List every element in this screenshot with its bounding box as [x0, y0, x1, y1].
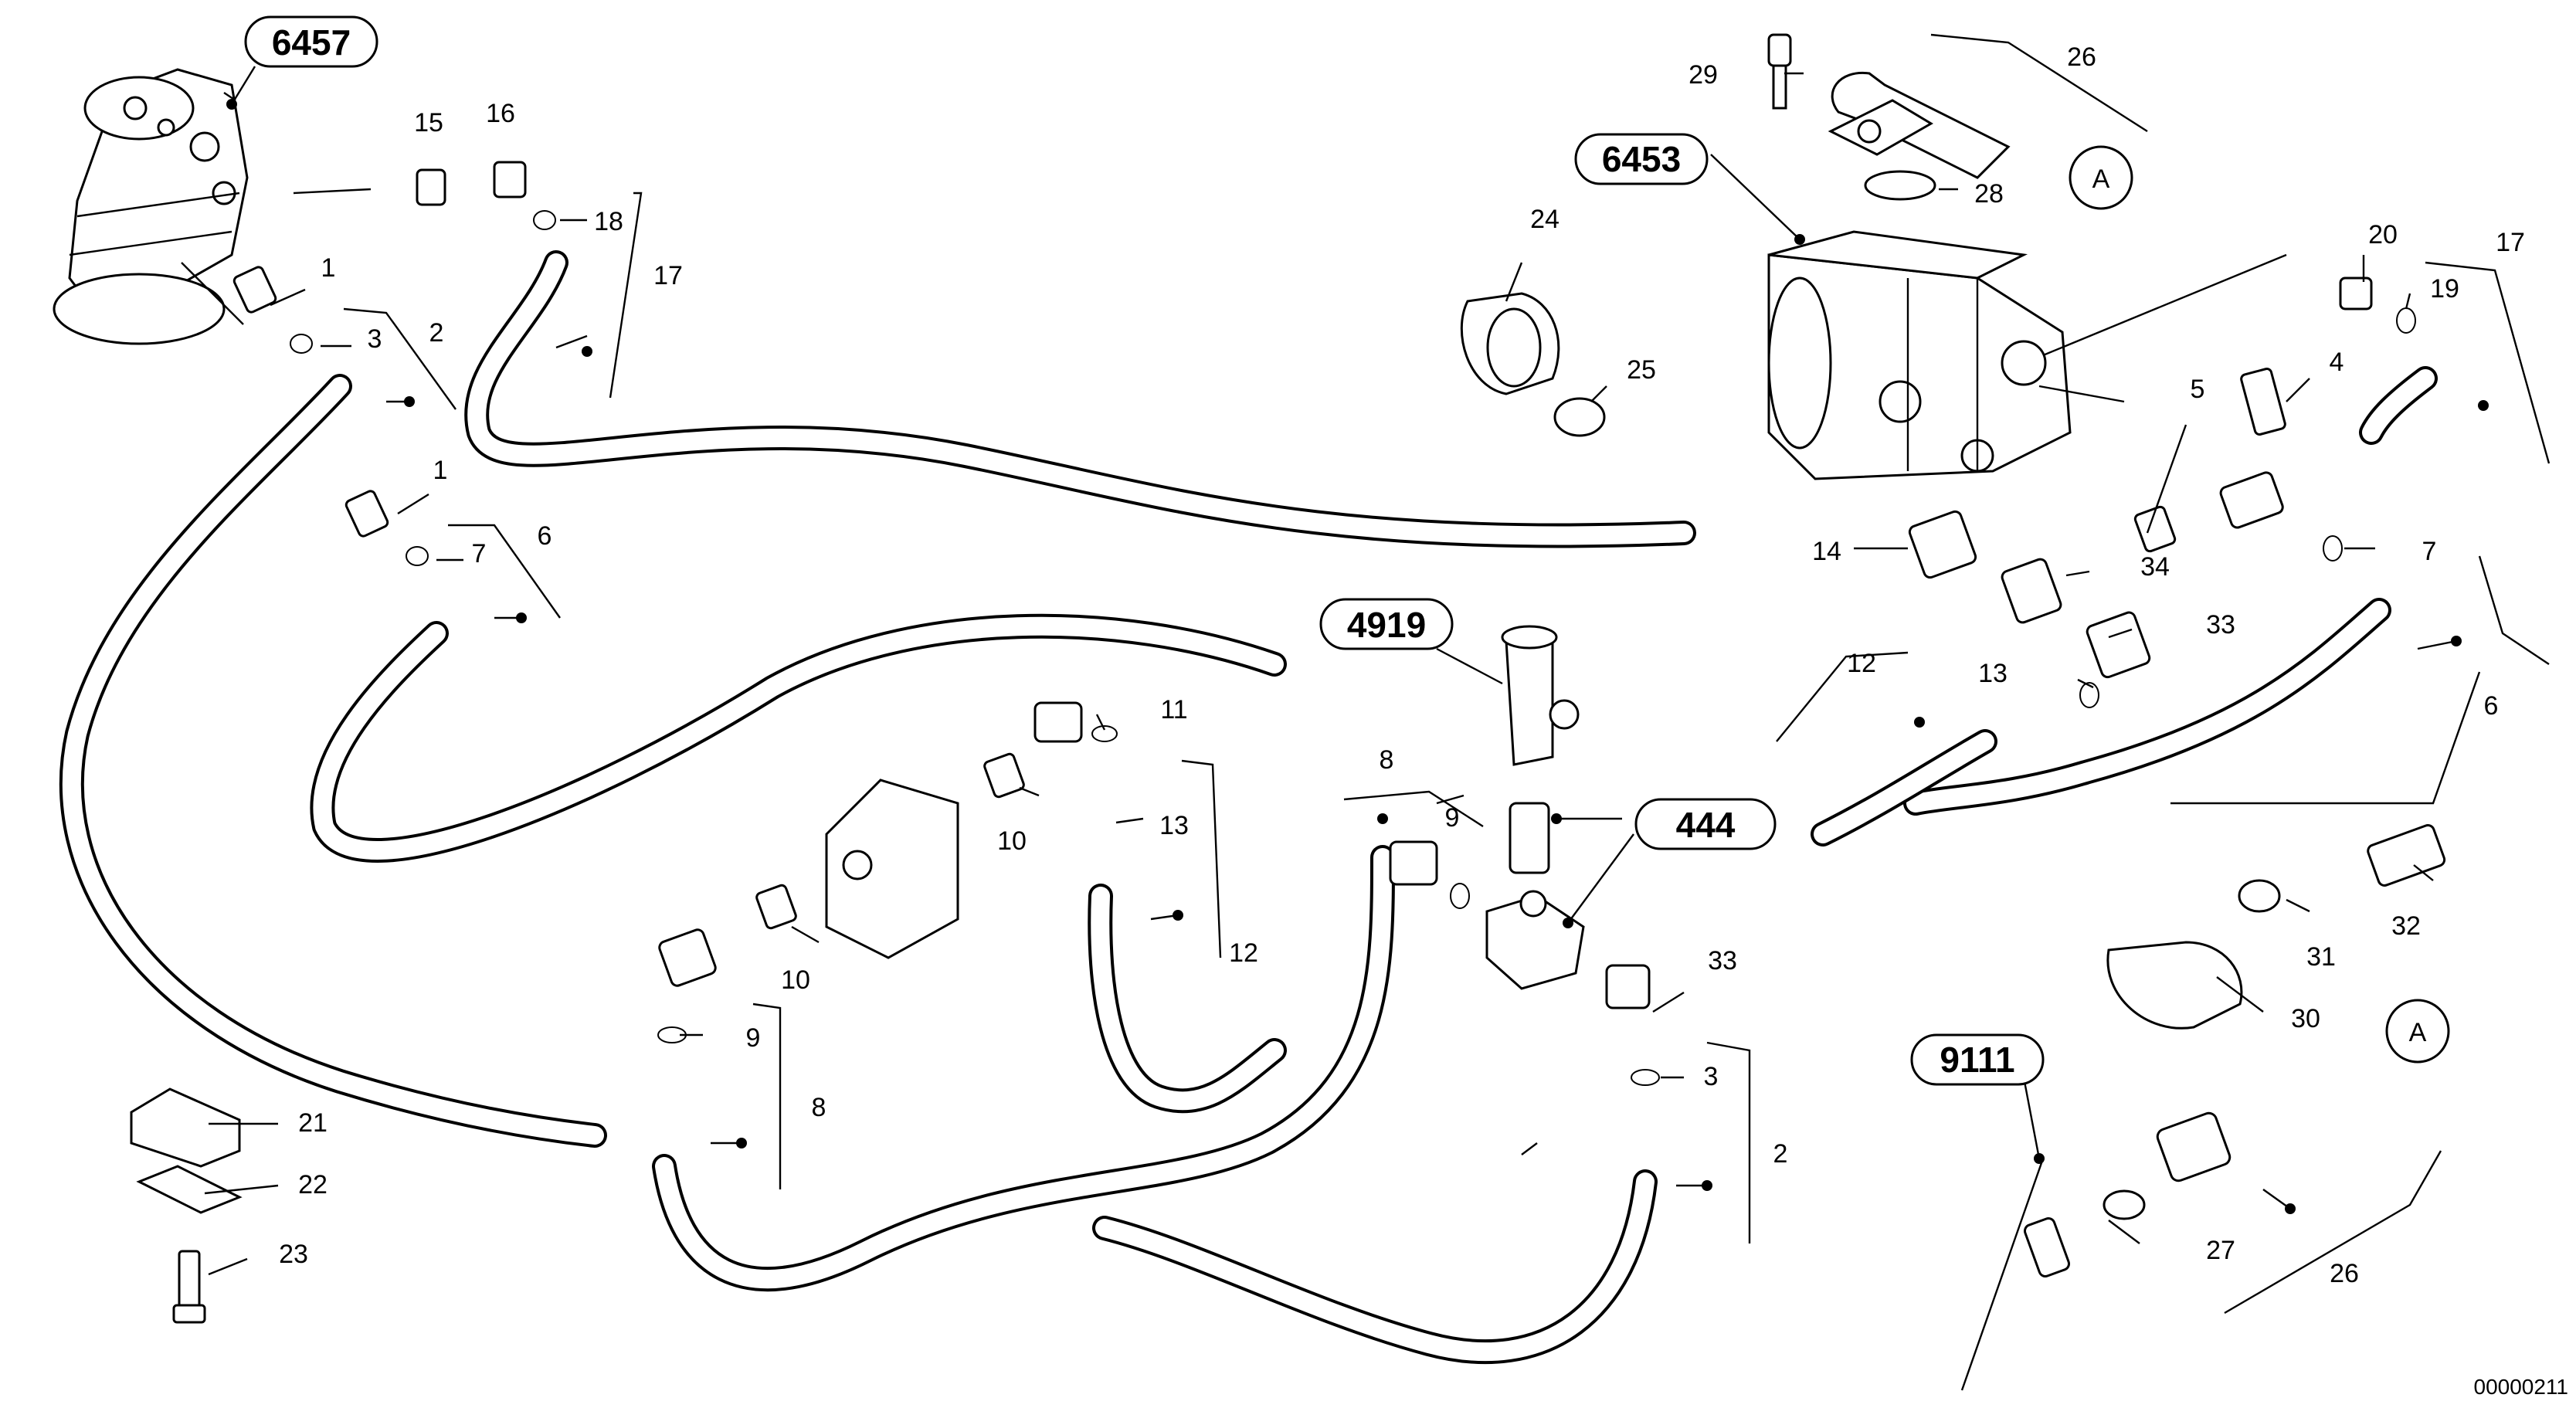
adapter-444 [1485, 802, 1585, 990]
hose-network [59, 250, 2438, 1365]
label-10-low: 10 [781, 965, 810, 995]
label-3-left: 3 [368, 324, 382, 354]
fittings: A [130, 161, 2450, 1324]
label-9-low: 9 [746, 1023, 761, 1053]
label-19: 19 [2430, 274, 2459, 304]
label-13-mid: 13 [1159, 811, 1189, 840]
label-16: 16 [486, 99, 515, 128]
label-8-mid: 8 [1380, 745, 1394, 775]
label-12-right: 12 [1847, 649, 1876, 678]
connector-a-bottom [2385, 999, 2450, 1064]
label-28: 28 [1974, 179, 2004, 209]
label-20: 20 [2368, 220, 2398, 249]
label-13-right: 13 [1978, 659, 2008, 688]
label-24: 24 [1530, 205, 1560, 234]
connector-a-bottom-label: A [2409, 1018, 2427, 1047]
callout-444-text: 444 [1676, 805, 1736, 845]
callout-6453: 6453 [1574, 133, 1709, 185]
seal-ring-28 [1864, 170, 1936, 201]
bolt-29 [1767, 33, 1792, 110]
label-10-mid: 10 [997, 826, 1027, 856]
label-25: 25 [1627, 355, 1656, 385]
label-7-left: 7 [472, 539, 487, 568]
hose-6-left [310, 613, 1287, 863]
callout-6457: 6457 [230, 15, 378, 105]
label-2-left: 2 [429, 318, 444, 348]
hose-6-right [1903, 598, 2391, 816]
label-6-left: 6 [538, 521, 552, 551]
label-15: 15 [414, 108, 443, 137]
label-4: 4 [2330, 348, 2344, 377]
label-3-right: 3 [1704, 1062, 1719, 1091]
connector-a-top-label: A [2092, 165, 2110, 194]
label-17-right: 17 [2496, 228, 2525, 257]
label-32: 32 [2391, 911, 2421, 941]
steering-unit-6457 [53, 68, 249, 345]
label-26-bottom: 26 [2330, 1259, 2359, 1288]
label-26-top: 26 [2067, 42, 2096, 72]
label-12-mid: 12 [1229, 938, 1258, 968]
callout-9111: 9111 [1910, 1033, 2045, 1086]
label-5: 5 [2191, 375, 2205, 404]
label-2-right: 2 [1773, 1139, 1788, 1169]
label-11: 11 [1160, 695, 1187, 724]
label-21: 21 [298, 1108, 328, 1138]
label-23: 23 [279, 1240, 308, 1269]
drawing-number: 00000211 [2474, 1375, 2569, 1399]
leader-dots [226, 99, 2489, 1214]
label-18: 18 [594, 207, 623, 236]
label-34: 34 [2140, 552, 2170, 582]
label-1-top: 1 [321, 253, 336, 283]
label-31: 31 [2306, 942, 2336, 972]
label-29: 29 [1688, 60, 1718, 90]
label-30: 30 [2291, 1004, 2320, 1033]
callout-6453-text: 6453 [1602, 139, 1681, 179]
clamp-24 [1460, 292, 1560, 395]
label-6-right: 6 [2484, 691, 2499, 721]
callout-4919: 4919 [1319, 598, 1454, 650]
label-33-mid: 33 [1708, 946, 1737, 975]
valve-4919 [1501, 625, 1580, 766]
valve-block [825, 779, 959, 959]
label-9-mid: 9 [1445, 803, 1460, 833]
pipe-elbow-26: A [1828, 71, 2133, 210]
label-8-low: 8 [812, 1093, 826, 1122]
callout-6457-text: 6457 [272, 22, 351, 63]
label-17-left: 17 [653, 261, 683, 290]
label-22: 22 [298, 1170, 328, 1199]
callout-9111-text: 9111 [1940, 1040, 2014, 1080]
gear-pump-6453 [1767, 230, 2072, 480]
label-14: 14 [1812, 537, 1841, 566]
label-27: 27 [2206, 1236, 2235, 1265]
label-7-right: 7 [2422, 537, 2437, 566]
label-33-right: 33 [2206, 610, 2235, 640]
connector-a-top [2069, 145, 2133, 210]
part-labels: 15 16 18 17 1 3 2 1 7 6 11 13 10 12 10 9… [279, 42, 2525, 1288]
leader-lines [181, 33, 2551, 1391]
callout-4919-text: 4919 [1347, 605, 1426, 645]
callout-444: 444 [1634, 798, 1777, 850]
label-1-mid: 1 [433, 456, 448, 485]
washer-25 [1553, 397, 1606, 437]
